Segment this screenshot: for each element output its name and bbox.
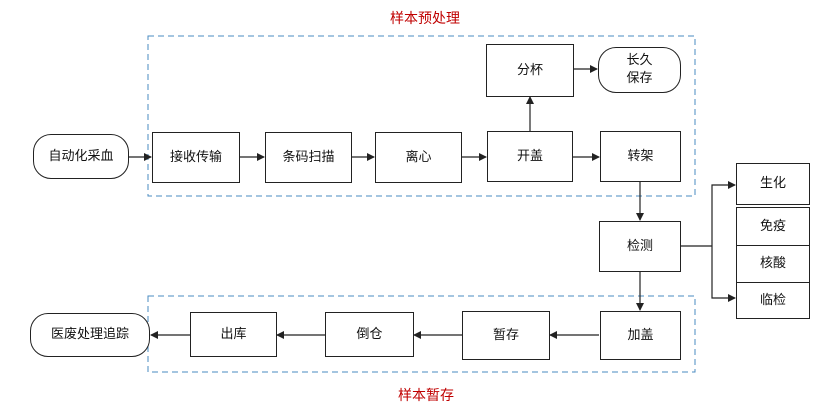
node-trace: 医废处理追踪 [30, 313, 150, 357]
node-transfer: 转架 [600, 131, 681, 182]
edge-branch-biochem [711, 181, 736, 246]
group-title-pre: 样本预处理 [390, 11, 460, 27]
group-title-store: 样本暂存 [398, 388, 454, 404]
node-uncap: 开盖 [487, 131, 573, 182]
node-split: 分杯 [486, 44, 574, 97]
store-group-frame [147, 295, 696, 373]
edge-branch-clinical [711, 246, 736, 302]
node-test: 检测 [599, 221, 681, 272]
node-biochem: 生化 [736, 163, 810, 205]
node-temp: 暂存 [462, 311, 550, 360]
node-cap: 加盖 [600, 311, 681, 360]
node-out: 出库 [190, 312, 277, 357]
node-pour: 倒仓 [325, 312, 414, 357]
node-clinical: 临检 [736, 282, 810, 319]
node-receive: 接收传输 [152, 132, 240, 183]
node-immuno: 免疫 [736, 207, 810, 246]
node-longterm: 长久 保存 [598, 47, 681, 93]
node-centrifuge: 离心 [375, 132, 462, 183]
node-barcode: 条码扫描 [265, 132, 352, 183]
node-nucleic: 核酸 [736, 245, 810, 283]
node-blood: 自动化采血 [33, 134, 129, 179]
pre-group-frame [147, 35, 696, 197]
